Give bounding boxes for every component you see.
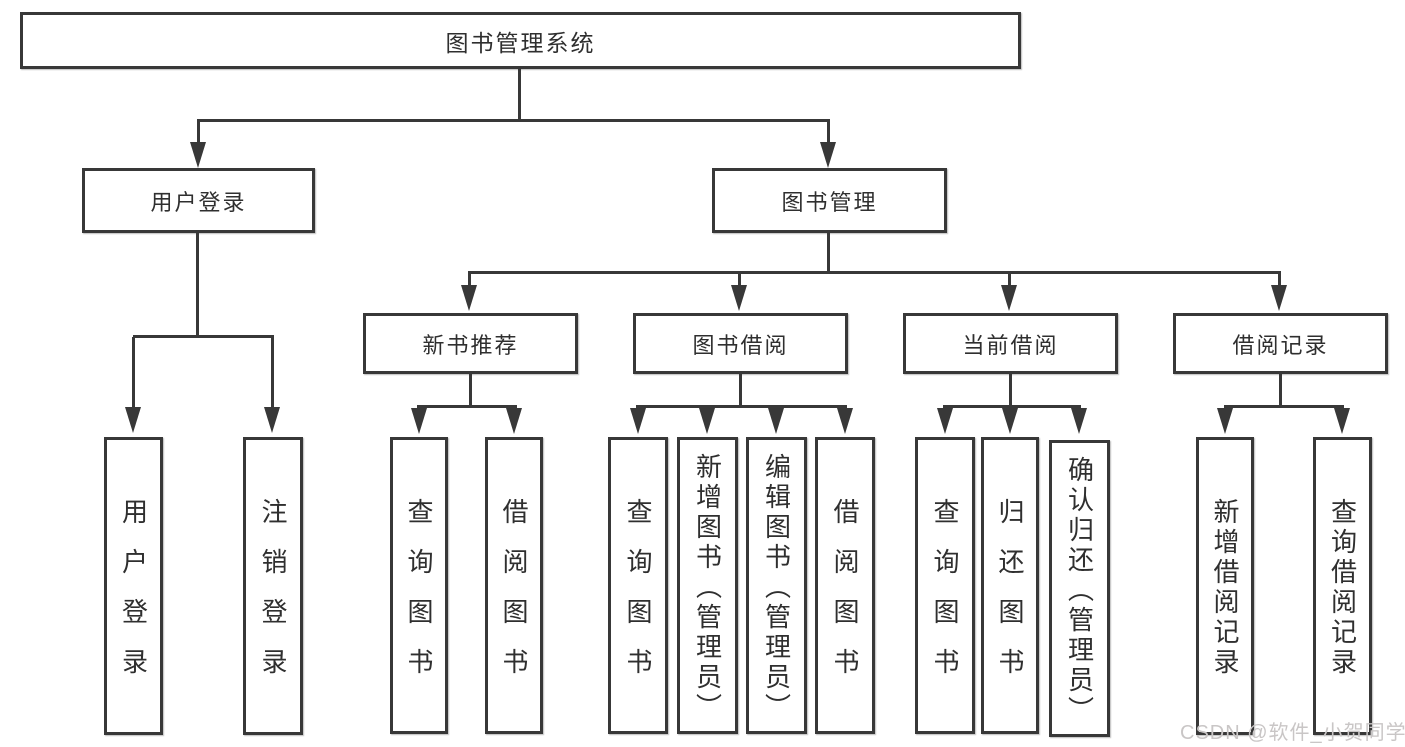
node-library-system: 图书管理系统 bbox=[20, 12, 1021, 69]
connector-root-hbar bbox=[197, 119, 830, 122]
arrowhead-down-icon bbox=[731, 285, 747, 311]
connector-leaf-stem bbox=[271, 337, 274, 407]
connector-userlogin-stem bbox=[197, 121, 200, 144]
node-book-management-label: 图书管理 bbox=[781, 189, 878, 215]
arrowhead-down-icon bbox=[1002, 408, 1018, 434]
leaf-borrow-book-label: 借阅图书 bbox=[830, 497, 860, 698]
leaf-add-book-admin: 新增图书（管理员） bbox=[677, 437, 738, 734]
arrowhead-down-icon bbox=[125, 407, 141, 433]
watermark: CSDN @软件_小贺同学 bbox=[1180, 722, 1405, 744]
leaf-user-login-label: 用户登录 bbox=[118, 498, 149, 698]
connector-bookborrow-down bbox=[739, 374, 742, 407]
node-new-book-recommend-label: 新书推荐 bbox=[422, 332, 519, 358]
arrowhead-down-icon bbox=[630, 408, 646, 434]
leaf-confirm-return-admin-label: 确认归还（管理员） bbox=[1064, 455, 1095, 726]
leaf-edit-book-admin-label: 编辑图书（管理员） bbox=[761, 452, 792, 723]
arrowhead-down-icon bbox=[264, 407, 280, 433]
connector-newbooks-down bbox=[469, 374, 472, 407]
arrowhead-down-icon bbox=[1271, 285, 1287, 311]
connector-leaf-stem bbox=[132, 337, 135, 407]
connector-root-stem bbox=[518, 69, 521, 121]
arrowhead-down-icon bbox=[768, 408, 784, 434]
connector-bookmgmt-down bbox=[827, 233, 830, 273]
arrowhead-down-icon bbox=[699, 408, 715, 434]
arrowhead-down-icon bbox=[506, 408, 522, 434]
leaf-query-book-current: 查询图书 bbox=[915, 437, 975, 734]
leaf-query-book-borrow: 查询图书 bbox=[608, 437, 668, 734]
node-current-borrow-label: 当前借阅 bbox=[962, 332, 1059, 358]
leaf-add-borrow-record: 新增借阅记录 bbox=[1196, 437, 1254, 735]
node-book-borrow-label: 图书借阅 bbox=[692, 332, 789, 358]
arrowhead-down-icon bbox=[411, 408, 427, 434]
connector-newbooks-hbar bbox=[417, 405, 517, 408]
arrowhead-down-icon bbox=[837, 408, 853, 434]
connector-l3-stem bbox=[468, 273, 471, 286]
connector-l3-stem bbox=[1278, 273, 1281, 286]
arrowhead-down-icon bbox=[820, 142, 836, 168]
leaf-query-book-borrow-label: 查询图书 bbox=[623, 497, 653, 698]
node-book-borrow: 图书借阅 bbox=[633, 313, 848, 374]
connector-currentborrow-hbar bbox=[943, 405, 1081, 408]
arrowhead-down-icon bbox=[190, 142, 206, 168]
leaf-return-book: 归还图书 bbox=[981, 437, 1039, 734]
leaf-query-book-recommend: 查询图书 bbox=[390, 437, 448, 734]
leaf-return-book-label: 归还图书 bbox=[995, 497, 1025, 698]
arrowhead-down-icon bbox=[461, 285, 477, 311]
leaf-add-book-admin-label: 新增图书（管理员） bbox=[692, 452, 723, 723]
connector-bookmgmt-stem bbox=[827, 121, 830, 144]
connector-userlogin-down bbox=[196, 233, 199, 337]
leaf-add-borrow-record-label: 新增借阅记录 bbox=[1210, 498, 1240, 678]
connector-currentborrow-down bbox=[1009, 374, 1012, 407]
leaf-query-book-current-label: 查询图书 bbox=[930, 497, 960, 698]
node-borrow-records-label: 借阅记录 bbox=[1232, 332, 1329, 358]
leaf-logout: 注销登录 bbox=[243, 437, 303, 735]
arrowhead-down-icon bbox=[1001, 285, 1017, 311]
leaf-confirm-return-admin: 确认归还（管理员） bbox=[1049, 440, 1110, 737]
leaf-borrow-book-recommend: 借阅图书 bbox=[485, 437, 543, 734]
node-book-management: 图书管理 bbox=[712, 168, 947, 233]
connector-borrowrecords-hbar bbox=[1224, 405, 1344, 408]
connector-bookmgmt-hbar bbox=[468, 271, 1281, 274]
node-library-system-label: 图书管理系统 bbox=[445, 29, 596, 56]
arrowhead-down-icon bbox=[1217, 408, 1233, 434]
leaf-query-borrow-record-label: 查询借阅记录 bbox=[1327, 498, 1358, 678]
node-new-book-recommend: 新书推荐 bbox=[363, 313, 578, 374]
leaf-edit-book-admin: 编辑图书（管理员） bbox=[746, 437, 807, 734]
connector-userlogin-hbar bbox=[133, 335, 274, 338]
leaf-borrow-book-recommend-label: 借阅图书 bbox=[499, 497, 529, 698]
node-user-login: 用户登录 bbox=[82, 168, 315, 233]
leaf-query-book-recommend-label: 查询图书 bbox=[404, 497, 434, 698]
node-borrow-records: 借阅记录 bbox=[1173, 313, 1388, 374]
leaf-logout-label: 注销登录 bbox=[258, 498, 288, 698]
connector-l3-stem bbox=[1008, 273, 1011, 286]
connector-borrowrecords-down bbox=[1279, 374, 1282, 407]
leaf-borrow-book: 借阅图书 bbox=[815, 437, 875, 734]
connector-bookborrow-hbar bbox=[636, 405, 847, 408]
arrowhead-down-icon bbox=[1071, 408, 1087, 434]
node-current-borrow: 当前借阅 bbox=[903, 313, 1118, 374]
arrowhead-down-icon bbox=[1334, 408, 1350, 434]
arrowhead-down-icon bbox=[937, 408, 953, 434]
connector-l3-stem bbox=[738, 273, 741, 286]
leaf-query-borrow-record: 查询借阅记录 bbox=[1313, 437, 1372, 735]
leaf-user-login: 用户登录 bbox=[104, 437, 163, 735]
node-user-login-label: 用户登录 bbox=[150, 189, 247, 215]
